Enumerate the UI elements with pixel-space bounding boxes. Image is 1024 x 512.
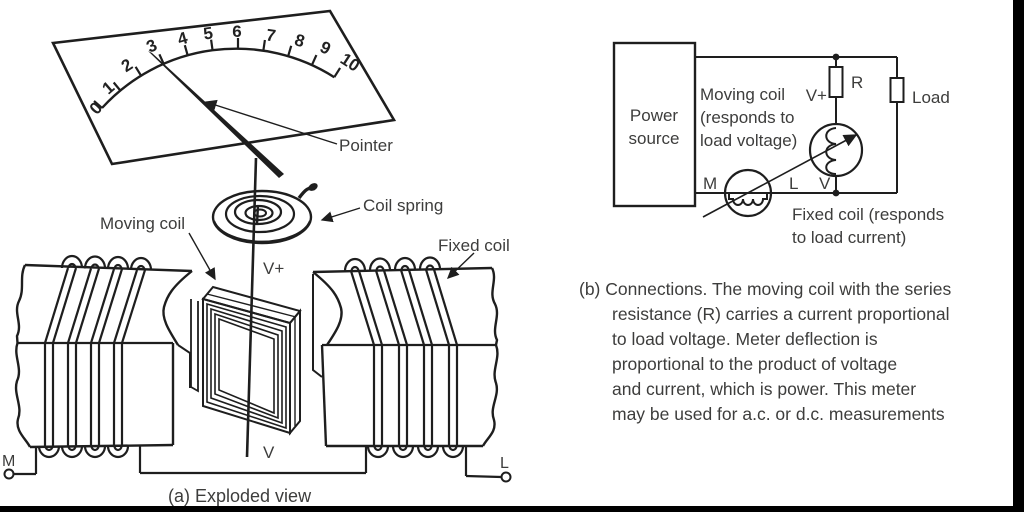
caption-line: proportional to the product of voltage xyxy=(612,354,898,374)
spring-hook-tab xyxy=(308,183,318,191)
scale-number: 6 xyxy=(232,22,241,41)
coil-spring-leader-arrow xyxy=(320,207,361,223)
scale-number: 4 xyxy=(175,28,190,49)
caption-line: (b) Connections. The moving coil with th… xyxy=(579,279,952,299)
pointer-leader-arrow xyxy=(204,99,338,145)
terminal-l-label: L xyxy=(500,455,509,472)
terminal-m xyxy=(3,468,15,480)
fixed-coil-label: Fixed coil xyxy=(438,236,510,255)
v-plus-label: V+ xyxy=(263,259,284,278)
pole-face-curve xyxy=(162,270,193,346)
winding-turns-upper xyxy=(43,267,147,344)
moving-coil-note-line3: load voltage) xyxy=(700,131,797,150)
pointer-needle xyxy=(148,51,284,178)
meter-scale-panel xyxy=(51,9,397,166)
load-resistor xyxy=(889,77,905,103)
winding-loops-top xyxy=(60,254,153,271)
moving-coil-winding-glyph xyxy=(825,127,837,175)
fixed-coil-note-line1: Fixed coil (responds xyxy=(792,205,944,224)
scale-number: 10 xyxy=(337,49,363,75)
pole-step xyxy=(312,274,323,378)
scale-number: 7 xyxy=(265,25,277,45)
caption-line: and current, which is power. This meter xyxy=(612,379,917,399)
moving-coil-leader-arrow xyxy=(188,232,216,281)
series-resistor-r xyxy=(828,66,844,98)
panel-b-caption: (b) Connections. The moving coil with th… xyxy=(579,277,1024,427)
pole-piece-sliver xyxy=(190,299,199,393)
fixed-coil-note-line2: to load current) xyxy=(792,228,906,247)
moving-coil-note-line1: Moving coil xyxy=(700,85,785,104)
circuit-m-label: M xyxy=(703,174,717,193)
pointer-label: Pointer xyxy=(339,136,393,155)
pole-step xyxy=(177,344,191,388)
fixed-coil-left xyxy=(14,254,193,459)
fixed-coil-leader-arrow xyxy=(446,252,475,279)
power-source-box xyxy=(612,41,697,208)
coil-spring-label: Coil spring xyxy=(363,196,443,215)
exploded-view-diagram: 0 1 2 3 4 5 6 7 8 9 10 xyxy=(2,9,512,506)
winding-turns-upper xyxy=(349,269,459,346)
torn-edge xyxy=(14,264,32,448)
caption-line: resistance (R) carries a current proport… xyxy=(612,304,950,324)
scale-ticks xyxy=(93,38,342,109)
terminal-m-label: M xyxy=(2,453,15,470)
moving-coil-note-line2: (responds to xyxy=(700,108,795,127)
scale-number: 8 xyxy=(292,30,307,51)
pole-face-curve xyxy=(312,271,343,346)
terminal-wiring xyxy=(13,446,502,479)
winding-turns-lower xyxy=(43,343,124,446)
coil-spring xyxy=(211,183,318,245)
panel-a-caption: (a) Exploded view xyxy=(168,486,312,506)
mechanical-coupling-arrow xyxy=(702,134,858,218)
circuit-v-label: V xyxy=(819,174,831,193)
moving-coil-label: Moving coil xyxy=(100,214,185,233)
terminal-l xyxy=(500,471,512,483)
connections-circuit-diagram: Power source Moving coil (responds to lo… xyxy=(612,41,950,247)
circuit-v-plus-label: V+ xyxy=(806,86,827,105)
caption-line: to load voltage. Meter deflection is xyxy=(612,329,878,349)
scale-arc xyxy=(101,47,335,109)
v-label: V xyxy=(263,443,275,462)
fixed-coil-winding-glyph xyxy=(725,192,771,206)
shaft xyxy=(245,157,258,458)
load-label: Load xyxy=(912,88,950,107)
scale-number: 2 xyxy=(118,55,136,76)
scale-number: 9 xyxy=(317,37,334,58)
torn-edge xyxy=(481,267,499,447)
scale-number: 5 xyxy=(202,23,214,43)
crop-bar-bottom xyxy=(0,506,1024,512)
moving-coil-meter-symbol xyxy=(808,122,864,178)
fixed-coil-right xyxy=(312,256,499,459)
winding-loops-bottom xyxy=(366,445,465,459)
resistor-r-label: R xyxy=(851,73,863,92)
winding-loops-top xyxy=(343,256,442,272)
circuit-l-label: L xyxy=(789,174,798,193)
caption-line: may be used for a.c. or d.c. measurement… xyxy=(612,404,945,424)
winding-turns-lower xyxy=(372,345,459,446)
crop-bar-right xyxy=(1013,0,1024,512)
power-source-label-line2: source xyxy=(628,129,679,148)
winding-loops-bottom xyxy=(37,445,130,459)
moving-coil-frame xyxy=(201,285,302,436)
power-source-label-line1: Power xyxy=(630,106,679,125)
